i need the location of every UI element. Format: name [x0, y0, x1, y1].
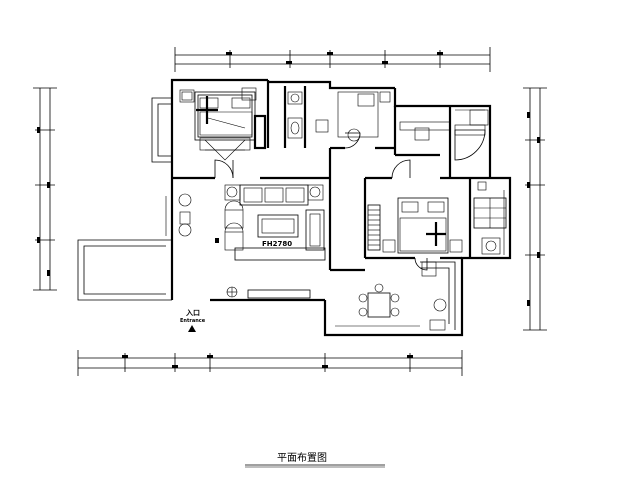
entrance-cn-label: 入口: [185, 309, 200, 317]
entrance-arrow-icon: [188, 325, 196, 332]
dimension-bottom: [77, 350, 463, 376]
sofa-label: FH2780: [262, 240, 292, 248]
second-bedroom: [367, 181, 507, 255]
doors: [214, 129, 486, 271]
dimension-top: [174, 47, 491, 72]
walls: [77, 78, 512, 337]
living-room: [165, 184, 326, 299]
title-block: 平面布置图: [245, 452, 385, 468]
master-bedroom: [179, 87, 267, 161]
dimension-right: [523, 87, 547, 331]
study-room: [399, 109, 489, 141]
bathroom-top: [287, 91, 391, 142]
dining-area: [335, 261, 456, 331]
plan-title: 平面布置图: [277, 452, 327, 464]
entrance-marker: 入口 Entrance: [180, 309, 206, 332]
dimension-left: [33, 87, 57, 291]
entrance-en-label: Entrance: [180, 318, 206, 324]
